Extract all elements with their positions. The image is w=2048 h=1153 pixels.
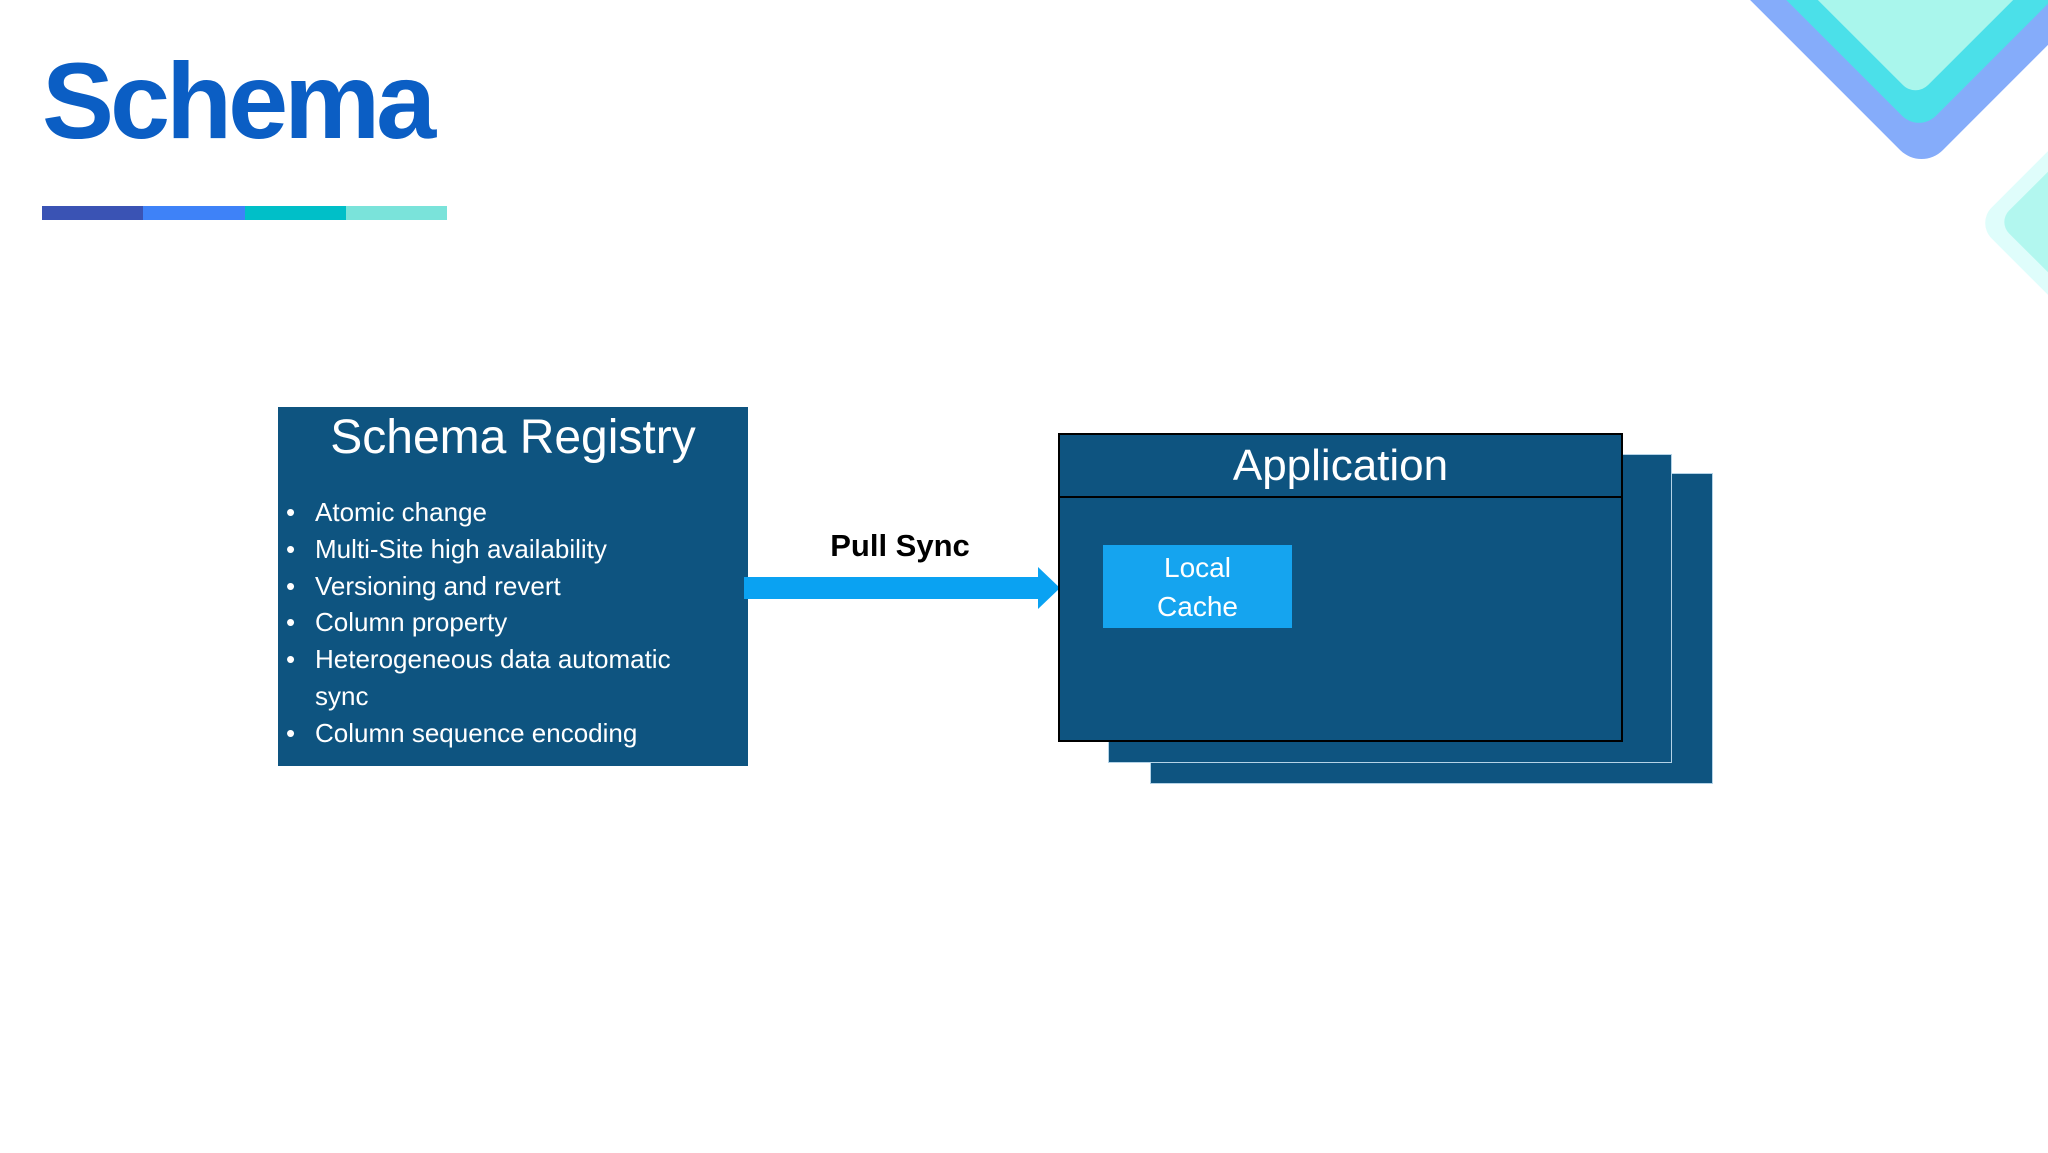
local-cache-label: Local Cache bbox=[1157, 551, 1238, 622]
pull-sync-label: Pull Sync bbox=[830, 528, 970, 563]
schema-registry-feature-list: Atomic changeMulti-Site high availabilit… bbox=[278, 494, 748, 752]
accent-bar-segment-1 bbox=[42, 206, 144, 220]
list-item: Heterogeneous data automatic sync bbox=[278, 641, 722, 715]
list-item: Versioning and revert bbox=[278, 568, 722, 605]
title-accent-bar bbox=[42, 206, 447, 220]
application-title: Application bbox=[1232, 440, 1449, 490]
local-cache-box: Local Cache bbox=[1103, 545, 1292, 628]
accent-bar-segment-4 bbox=[345, 206, 447, 220]
list-item: Atomic change bbox=[278, 494, 722, 531]
list-item: Column sequence encoding bbox=[278, 715, 722, 752]
schema-registry-box: Schema Registry Atomic changeMulti-Site … bbox=[278, 407, 748, 766]
application-title-bar: Application bbox=[1060, 435, 1621, 498]
schema-registry-title: Schema Registry bbox=[330, 411, 696, 464]
accent-bar-segment-2 bbox=[143, 206, 245, 220]
list-item: Column property bbox=[278, 604, 722, 641]
list-item: Multi-Site high availability bbox=[278, 531, 722, 568]
side-diamond-inner bbox=[1997, 111, 2048, 333]
pull-sync-arrow-head bbox=[1038, 567, 1060, 609]
page-title: Schema bbox=[42, 40, 436, 161]
accent-bar-segment-3 bbox=[244, 206, 346, 220]
pull-sync-arrow-shaft bbox=[744, 577, 1038, 599]
